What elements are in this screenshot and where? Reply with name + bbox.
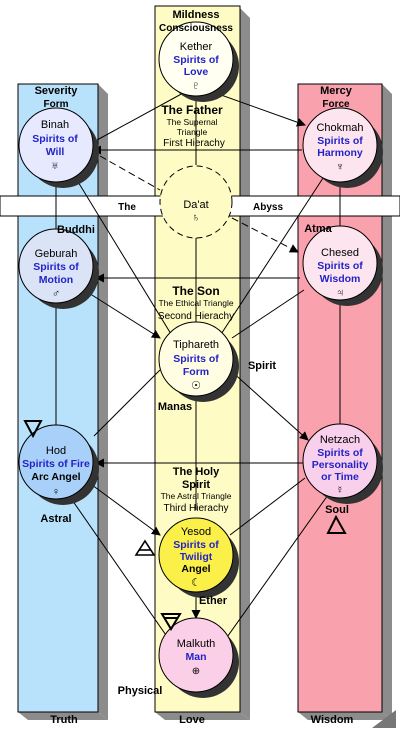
water-symbol-icon (23, 420, 43, 439)
pillar-middle-footer: Love (179, 714, 205, 726)
supernal-line3: First Hierachy (163, 138, 225, 149)
sephira-geburah (18, 228, 99, 309)
yesod-name: Yesod (181, 526, 211, 538)
mars-icon: ♂ (52, 288, 60, 300)
hod-name: Hod (46, 445, 66, 457)
label-astral: Astral (40, 513, 71, 525)
chokmah-sub2: Harmony (317, 147, 363, 159)
label-ether: Ether (199, 595, 228, 607)
geburah-sub1: Spirits of (33, 261, 79, 273)
earth-symbol-icon (160, 613, 182, 631)
moon-icon: ☾ (191, 577, 201, 589)
pluto-icon: ♇ (192, 80, 200, 92)
pillar-left-title: Severity (35, 85, 79, 97)
chokmah-sub1: Spirits of (317, 135, 363, 147)
air-symbol-icon (134, 539, 156, 556)
label-physical: Physical (118, 685, 163, 697)
abyss-label-right: Abyss (253, 202, 283, 213)
pillar-left-subtitle: Form (44, 99, 69, 110)
supernal-line2: Triangle (177, 127, 208, 137)
kether-name: Kether (180, 41, 213, 53)
ethical-line2: Second Hierachy (158, 311, 234, 322)
yesod-sub3: Angel (181, 563, 210, 575)
mercury-icon: ☿ (336, 485, 344, 496)
astral-line2: Third Hierachy (163, 503, 228, 514)
label-atma: Atma (304, 223, 332, 235)
tiphareth-sub2: Form (183, 366, 209, 378)
pillar-right-subtitle: Force (322, 99, 350, 110)
pillar-left (17, 83, 99, 713)
pillar-right-title: Mercy (320, 85, 353, 97)
astral-title2: Spirit (182, 479, 210, 491)
dashed-paths (99, 155, 299, 253)
binah-name: Binah (41, 119, 69, 131)
supernal-line1: The Supernal (166, 117, 217, 127)
uranus-icon: ♅ (51, 160, 59, 172)
label-soul: Soul (325, 504, 349, 516)
malkuth-name: Malkuth (177, 638, 216, 650)
pillar-middle-title: Mildness (172, 9, 219, 21)
binah-sub1: Spirits of (32, 133, 78, 145)
label-spirit: Spirit (248, 360, 276, 372)
yesod-sub2: Twiligt (180, 551, 213, 563)
corner-fold (372, 710, 396, 728)
ethical-title: The Son (172, 284, 219, 298)
supernal-title: The Father (161, 103, 223, 117)
netzach-sub1: Spirits of (317, 447, 363, 459)
sephira-kether (158, 21, 239, 102)
binah-sub2: Will (46, 146, 65, 158)
jupiter-icon: ♃ (336, 287, 344, 299)
venus-icon: ♀ (52, 486, 60, 498)
earth-planet-icon: ⊕ (192, 666, 200, 677)
label-manas: Manas (158, 401, 192, 413)
astral-line1: The Astral Triangle (161, 491, 232, 501)
sephira-daat (159, 165, 233, 239)
ethical-line1: The Ethical Triangle (158, 298, 233, 308)
hod-sub2: Arc Angel (31, 471, 80, 483)
kether-sub2: Love (184, 66, 209, 78)
paths (55, 85, 341, 641)
label-buddhi: Buddhi (57, 224, 95, 236)
sephira-binah (18, 107, 99, 188)
sephira-hod (18, 424, 99, 505)
geburah-sub2: Motion (39, 274, 73, 286)
saturn-icon: ♄ (192, 212, 200, 224)
sephira-malkuth (158, 617, 239, 698)
tiphareth-name: Tiphareth (173, 339, 219, 351)
pillar-left-footer: Truth (50, 714, 78, 726)
fire-symbol-icon (326, 514, 347, 534)
sephira-yesod (158, 517, 239, 598)
sephira-tiphareth (158, 321, 239, 402)
netzach-name: Netzach (320, 434, 360, 446)
tiphareth-sub1: Spirits of (173, 353, 219, 365)
geburah-name: Geburah (35, 248, 78, 260)
malkuth-sub1: Man (186, 651, 207, 663)
chokmah-name: Chokmah (316, 122, 363, 134)
hod-sub1: Spirits of Fire (22, 458, 90, 470)
pillar-middle-subtitle: Consciousness (159, 23, 233, 34)
sephira-netzach (302, 423, 383, 504)
abyss-label-left: The (118, 202, 136, 213)
pillar-right-footer: Wisdom (311, 714, 354, 726)
daat-name: Da'at (183, 199, 208, 211)
sun-icon: ☉ (191, 380, 201, 392)
netzach-sub3: or Time (321, 471, 359, 483)
chesed-name: Chesed (321, 247, 359, 259)
netzach-sub2: Personality (312, 459, 369, 471)
chesed-sub2: Wisdom (320, 273, 361, 285)
chesed-sub1: Spirits of (317, 260, 363, 272)
pillar-shadows (18, 8, 392, 720)
neptune-icon: ♆ (336, 161, 344, 173)
kether-sub1: Spirits of (173, 54, 219, 66)
yesod-sub1: Spirits of (173, 539, 219, 551)
astral-title1: The Holy (173, 466, 220, 478)
sephira-chokmah (302, 107, 383, 188)
sephira-chesed (302, 225, 383, 306)
